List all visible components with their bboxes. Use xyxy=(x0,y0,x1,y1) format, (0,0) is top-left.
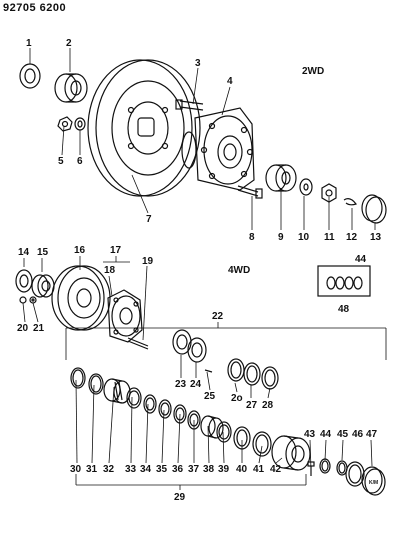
lock-nut-11 xyxy=(321,183,337,203)
screw-43 xyxy=(307,461,315,476)
callout-9: 9 xyxy=(278,232,284,243)
bearing-2 xyxy=(54,73,88,103)
callout-8: 8 xyxy=(249,232,255,243)
callout-44-kit: 44 xyxy=(355,254,367,265)
bearing-9 xyxy=(265,164,297,192)
leader-lines xyxy=(22,48,387,490)
callout-35: 35 xyxy=(156,464,168,475)
ring-35 xyxy=(158,399,172,419)
section-4wd-label: 4WD xyxy=(228,265,251,276)
ring-44 xyxy=(319,458,331,474)
washer-6 xyxy=(74,117,86,131)
callout-14: 14 xyxy=(18,247,30,258)
callout-11: 11 xyxy=(324,232,335,243)
washer-21 xyxy=(29,296,37,304)
ring-31 xyxy=(88,373,104,395)
callout-17: 17 xyxy=(110,245,122,256)
callout-16: 16 xyxy=(74,245,86,256)
nut-5 xyxy=(57,116,73,132)
callout-6: 6 xyxy=(77,156,83,167)
callout-23: 23 xyxy=(175,379,187,390)
callout-26: 2o xyxy=(231,393,243,404)
washer-10 xyxy=(299,178,313,196)
oil-seal-1 xyxy=(19,63,41,89)
locking-hub-42 xyxy=(271,435,311,471)
grease-cap-13 xyxy=(361,194,387,224)
callout-32: 32 xyxy=(103,464,115,475)
stud-bolt-8 xyxy=(237,185,263,199)
callout-29: 29 xyxy=(174,492,186,503)
callout-37: 37 xyxy=(188,464,200,475)
oil-seal-14 xyxy=(15,269,33,293)
ring-28 xyxy=(261,366,279,390)
callout-24: 24 xyxy=(190,379,202,390)
callout-47: 47 xyxy=(366,429,378,440)
callout-43: 43 xyxy=(304,429,316,440)
callout-41: 41 xyxy=(253,464,265,475)
bearing-32 xyxy=(103,378,131,404)
callout-33: 33 xyxy=(125,464,137,475)
callout-3: 3 xyxy=(195,58,201,69)
hub-cap-text: K/M xyxy=(369,480,378,486)
callout-22: 22 xyxy=(212,311,224,322)
ring-40 xyxy=(233,426,251,450)
hub-cap-47: K/M xyxy=(361,466,386,496)
callout-34: 34 xyxy=(140,464,152,475)
callout-12: 12 xyxy=(346,232,358,243)
callout-31: 31 xyxy=(86,464,98,475)
bearing-38 xyxy=(200,415,224,439)
callout-7: 7 xyxy=(146,214,152,225)
callout-5: 5 xyxy=(58,156,64,167)
callout-39: 39 xyxy=(218,464,230,475)
hub-bolt-19 xyxy=(127,337,149,350)
callout-19: 19 xyxy=(142,256,154,267)
callout-38: 38 xyxy=(203,464,215,475)
front-hub-4 xyxy=(181,107,255,191)
section-2wd-label: 2WD xyxy=(302,66,325,77)
callout-15: 15 xyxy=(37,247,49,258)
brake-disc-7 xyxy=(87,59,201,197)
nut-20 xyxy=(19,296,27,304)
screw-25 xyxy=(204,369,213,373)
callout-48: 48 xyxy=(338,304,350,315)
callout-42: 42 xyxy=(270,464,282,475)
callout-2: 2 xyxy=(66,38,72,49)
seal-kit-box xyxy=(317,265,371,297)
callout-40: 40 xyxy=(236,464,248,475)
part-number: 92705 6200 xyxy=(3,2,67,14)
callout-36: 36 xyxy=(172,464,184,475)
callout-46: 46 xyxy=(352,429,364,440)
ring-26 xyxy=(227,358,245,382)
ring-30 xyxy=(70,367,86,389)
callout-45: 45 xyxy=(337,429,349,440)
ring-27 xyxy=(243,362,261,386)
callout-20: 20 xyxy=(17,323,29,334)
callout-28: 28 xyxy=(262,400,274,411)
brake-disc-16 xyxy=(51,265,111,331)
callout-21: 21 xyxy=(33,323,45,334)
callout-30: 30 xyxy=(70,464,82,475)
callout-18: 18 xyxy=(104,265,116,276)
bearing-15 xyxy=(31,274,55,298)
callout-44: 44 xyxy=(320,429,332,440)
front-hub-17 xyxy=(107,289,143,343)
callout-25: 25 xyxy=(204,391,216,402)
callout-4: 4 xyxy=(227,76,233,87)
ring-33 xyxy=(126,387,142,409)
ring-34 xyxy=(143,394,157,414)
cotter-pin-12 xyxy=(343,198,357,206)
ring-36 xyxy=(173,404,187,424)
callout-13: 13 xyxy=(370,232,382,243)
ring-37 xyxy=(187,410,201,430)
ring-39 xyxy=(216,421,232,443)
callout-27: 27 xyxy=(246,400,258,411)
callout-10: 10 xyxy=(298,232,310,243)
flange-24 xyxy=(187,337,207,363)
ring-46 xyxy=(345,461,365,487)
ring-41 xyxy=(252,431,272,457)
hub-bolt-3 xyxy=(175,99,204,111)
callout-1: 1 xyxy=(26,38,32,49)
